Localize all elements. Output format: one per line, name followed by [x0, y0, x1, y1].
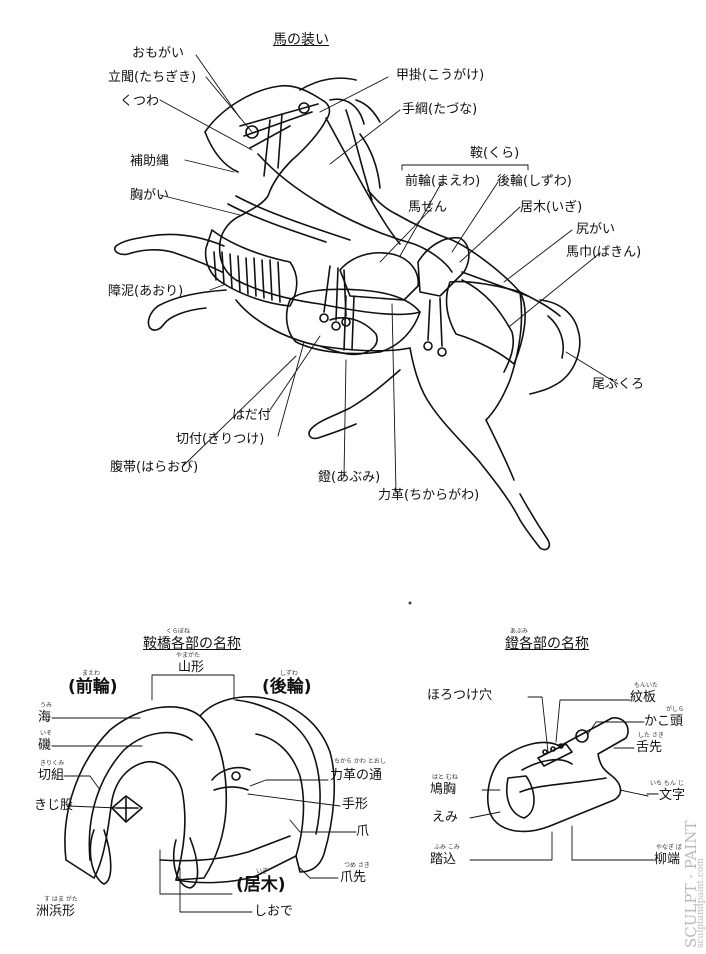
- label-kiritsuke: 切付(きりつけ): [176, 432, 265, 447]
- stirrup-leader-lines: [469, 696, 655, 861]
- label-kirigumi: 切組: [38, 768, 65, 783]
- label-igi-ruby: いぎ: [256, 868, 269, 875]
- label-fumikomi-ruby: ふみ こみ: [434, 844, 460, 851]
- label-tsume: 爪: [356, 824, 370, 839]
- label-obukuro: 尾ぶくろ: [592, 377, 645, 392]
- label-shirigai: 尻がい: [576, 222, 616, 237]
- label-tsumesaki-ruby: つめ さき: [344, 862, 370, 869]
- label-bakin: 馬巾(ばきん): [566, 245, 642, 260]
- label-kijimata: きじ股: [34, 798, 74, 813]
- label-shizuwa: 後輪(しずわ): [497, 174, 572, 189]
- label-fumikomi: 踏込: [430, 852, 457, 867]
- label-chikaragawa-toshi-ruby: ちから かわ とおし: [334, 758, 386, 765]
- label-iso: 磯: [38, 738, 52, 753]
- stirrup-title-ruby: あぶみ: [510, 628, 529, 635]
- label-ichimonji-ruby: いち もん じ: [650, 780, 684, 787]
- mark-dot: [408, 601, 412, 605]
- stirrup-illustration: [486, 717, 629, 833]
- label-igi-saddle: (居木): [236, 875, 286, 895]
- label-maewa-saddle: (前輪): [68, 677, 118, 697]
- label-umi-ruby: うみ: [40, 702, 53, 709]
- label-yanagiba-ruby: やなぎ ば: [656, 844, 682, 851]
- label-yanagiba: 柳端: [654, 852, 681, 867]
- label-chikaragawa-toshi: 力革の通: [330, 768, 383, 783]
- label-tsumesaki: 爪先: [340, 870, 367, 885]
- label-iso-ruby: いそ: [40, 730, 53, 737]
- label-monita-ruby: もんいた: [634, 682, 659, 689]
- label-kura: 鞍(くら): [470, 146, 520, 161]
- label-shizuwa-ruby: しずわ: [280, 670, 298, 677]
- label-maewa: 前輪(まえわ): [405, 174, 481, 189]
- label-chikaragawa: 力革(ちからがわ): [378, 488, 480, 503]
- label-munagai: 胸がい: [130, 188, 170, 203]
- label-horotsukeana: ほろつけ穴: [427, 688, 493, 703]
- label-shizuwa-saddle: (後輪): [262, 677, 312, 697]
- label-monita: 紋板: [630, 690, 657, 705]
- label-tazuna: 手綱(たづな): [402, 102, 478, 117]
- label-hatomune-ruby: はと むね: [432, 774, 458, 781]
- label-yamagata: 山形: [178, 660, 205, 675]
- label-hadatsuke: はだ付: [232, 408, 271, 423]
- label-kougake: 甲掛(こうがけ): [396, 68, 485, 83]
- label-tegata: 手形: [342, 797, 369, 812]
- label-shitasaki: 舌先: [636, 740, 663, 755]
- label-aori: 障泥(あおり): [108, 284, 184, 299]
- label-basen: 馬せん: [408, 200, 448, 215]
- horse-title: 馬の装い: [273, 32, 329, 48]
- label-kakogashira-ruby: がしら: [666, 706, 685, 713]
- label-suhamagata: 洲浜形: [36, 904, 76, 919]
- label-ichimonji: 一文字: [646, 788, 686, 803]
- label-kirigumi-ruby: きりくみ: [40, 760, 65, 767]
- saddle-title-ruby: くらぼね: [166, 628, 191, 635]
- label-hatomune: 鳩胸: [430, 782, 457, 797]
- label-maewa-ruby: まえわ: [82, 670, 101, 677]
- label-umi: 海: [38, 710, 52, 725]
- label-tachigiki: 立聞(たちぎき): [108, 70, 197, 85]
- label-hojozuna: 補助縄: [130, 154, 170, 169]
- stirrup-title: 鐙各部の名称: [505, 636, 589, 652]
- saddle-title: 鞍橋各部の名称: [143, 636, 241, 652]
- saddle-leader-lines: [51, 674, 357, 913]
- label-kakogashira: かこ頭: [644, 714, 684, 729]
- horse-illustration: [113, 77, 581, 551]
- label-suhamagata-ruby: す はま がた: [44, 896, 78, 903]
- label-emi: えみ: [432, 810, 459, 825]
- saddle-tree-illustration: [64, 696, 336, 889]
- label-igi: 居木(いぎ): [520, 200, 583, 215]
- label-abumi: 鐙(あぶみ): [318, 470, 381, 485]
- horse-leader-lines: [159, 54, 619, 493]
- watermark-line-2: sculptandpaint.com: [696, 858, 706, 948]
- label-haraobi: 腹帯(はらおび): [110, 460, 199, 475]
- label-shitasaki-ruby: した さき: [638, 732, 664, 739]
- label-omogai: おもがい: [132, 46, 185, 61]
- label-shiode: しおで: [254, 904, 294, 919]
- label-yamagata-ruby: やまがた: [176, 652, 201, 659]
- label-kutsuwa: くつわ: [120, 94, 160, 109]
